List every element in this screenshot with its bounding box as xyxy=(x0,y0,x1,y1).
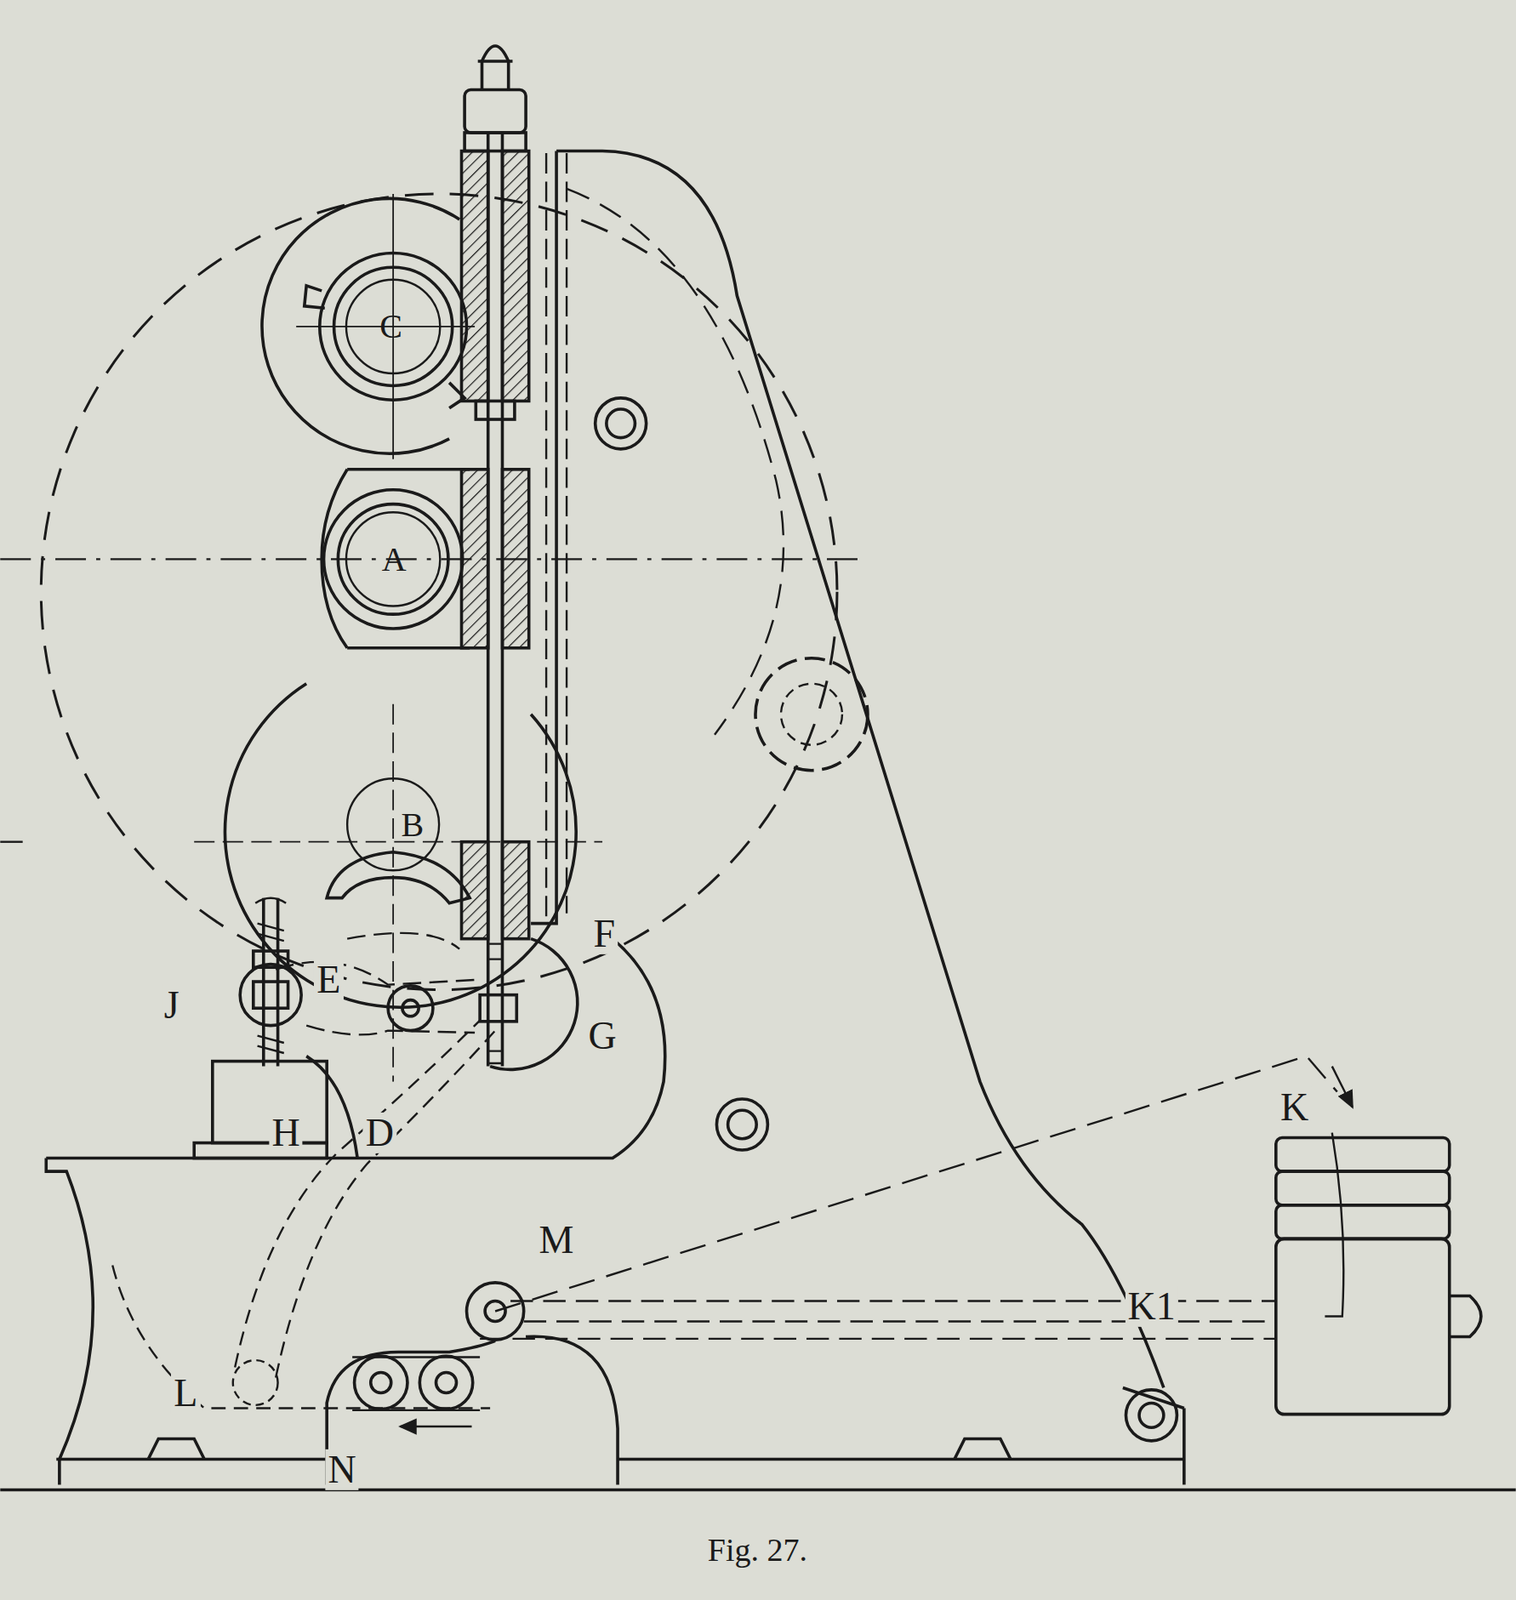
part-label: L xyxy=(170,1373,200,1414)
part-label: H xyxy=(268,1112,303,1154)
figure-caption: Fig. 27. xyxy=(707,1531,808,1569)
part-label: G xyxy=(585,1015,619,1057)
roll-label: A xyxy=(379,541,410,578)
part-label: F xyxy=(591,913,619,955)
roll-label: C xyxy=(376,308,405,345)
part-label: M xyxy=(536,1219,577,1261)
part-label: K xyxy=(1277,1087,1311,1129)
part-label: K1 xyxy=(1124,1286,1178,1328)
part-label: D xyxy=(363,1112,397,1154)
part-label: J xyxy=(161,985,183,1026)
roll-label: B xyxy=(398,807,427,844)
part-label: E xyxy=(313,959,343,1001)
part-label: N xyxy=(324,1449,359,1491)
